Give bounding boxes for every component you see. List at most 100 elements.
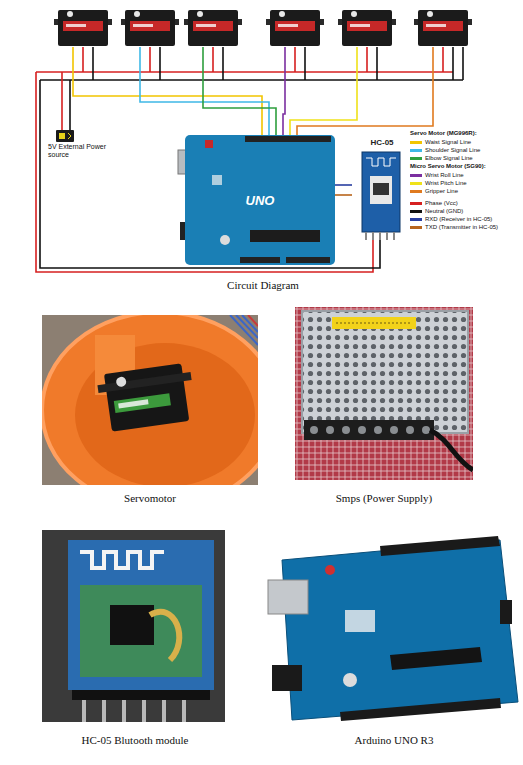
node-text: 5V External Power source (48, 143, 108, 159)
arduino-photo-part (268, 580, 308, 614)
smps-photo-part (302, 311, 468, 433)
servo-motors (54, 10, 472, 46)
hc05-module-diagram-part (366, 232, 394, 240)
arduino-photo-part (345, 610, 375, 632)
signal-wires-part (290, 47, 357, 137)
hc05-photo-part (72, 690, 210, 700)
power-wires-part (69, 80, 71, 130)
arduino-photo-part (282, 540, 518, 720)
figure-caption: Arduino UNO R3 (355, 734, 434, 746)
arduino-board-diagram-part (240, 257, 280, 263)
servomotor-photo-part-part (104, 363, 189, 431)
power-wires (36, 47, 463, 272)
legend-row: Wrist Roll Line (410, 172, 464, 179)
servomotor-photo-part (42, 315, 258, 485)
figure-caption: HC-05 Blutooth module (82, 734, 189, 746)
arduino-photo-part (340, 698, 501, 721)
smps-photo-part-part (358, 426, 366, 434)
legend-swatch (410, 182, 422, 185)
servomotor-photo-part-part (114, 393, 171, 413)
legend-text: TXD (Transmitter in HC-05) (425, 224, 498, 231)
signal-wires-part (203, 47, 276, 137)
arduino-photo-part (325, 565, 335, 575)
legend-row: RXD (Receiver in HC-05) (410, 216, 492, 223)
legend-text: Neutral (GND) (425, 208, 463, 215)
servo-motors-part (266, 10, 324, 46)
arduino-board-diagram (178, 135, 335, 265)
signal-wires-part (283, 47, 285, 137)
servomotor-photo-part-part (97, 372, 191, 393)
legend-swatch (410, 218, 422, 221)
servomotor-photo-part (96, 362, 197, 433)
smps-photo-part (332, 317, 416, 329)
servo-motors-part (338, 10, 396, 46)
hc05-photo-part (110, 605, 154, 645)
power-source-icon-part (59, 133, 65, 139)
arduino-board-diagram-part (205, 140, 213, 148)
power-wires-part (36, 71, 453, 73)
legend-row: Neutral (GND) (410, 208, 463, 215)
arduino-photo-part (500, 600, 512, 624)
smps-photo-part-part (390, 426, 398, 434)
legend-text: RXD (Receiver in HC-05) (425, 216, 492, 223)
servomotor-photo-part (42, 315, 258, 485)
arduino-board-diagram-part (286, 257, 330, 263)
power-wires-part (40, 79, 463, 81)
legend-row: TXD (Transmitter in HC-05) (410, 224, 498, 231)
smps-photo-part-part (422, 426, 430, 434)
legend-swatch (410, 141, 422, 144)
hc05-module: HC-05 (352, 138, 412, 242)
smps-photo-part-part (406, 426, 414, 434)
servo-motors-part (121, 10, 179, 46)
hc05-photo-part (150, 612, 179, 660)
node-text: UNO (246, 193, 275, 208)
power-source-icon-part (68, 133, 71, 139)
legend-swatch (410, 226, 422, 229)
power-wires-part (83, 47, 443, 72)
servo-motors-part (414, 10, 472, 46)
signal-wires-part (73, 47, 262, 137)
hc05-photo-part (80, 552, 164, 568)
arduino-board-diagram-part (220, 235, 230, 245)
power-wires-part (93, 47, 463, 80)
arduino-board: UNO (185, 135, 335, 265)
legend-swatch (410, 149, 422, 152)
hc05-photo-part (68, 540, 214, 690)
legend-text: Wrist Roll Line (425, 172, 464, 179)
legend-swatch (410, 157, 422, 160)
power-wires-part (61, 72, 63, 130)
power-source-icon-part (56, 130, 74, 142)
arduino-board-diagram-part (212, 175, 222, 185)
legend-row: Wrist Pitch Line (410, 180, 467, 187)
figure-caption: Servomotor (124, 492, 176, 504)
arduino-photo-part (380, 536, 500, 556)
servomotor-photo-part (230, 315, 258, 345)
arduino-photo-part (272, 665, 302, 691)
arduino-board-diagram-part (245, 136, 331, 142)
hc05-photo-part (42, 530, 225, 722)
signal-wire (335, 184, 352, 186)
servomotor-photo-part-part (116, 376, 127, 387)
hc05-module-diagram (362, 152, 400, 240)
legend-text: Wrist Pitch Line (425, 180, 467, 187)
smps-photo-part-part (374, 426, 382, 434)
smps-photo-part-part (310, 426, 318, 434)
legend-row: Elbow Signal Line (410, 155, 473, 162)
smps-photo-part-part (342, 426, 350, 434)
servomotor-photo-part-part (118, 399, 148, 408)
smps-photo (295, 307, 473, 480)
hc05-photo-part (84, 700, 184, 722)
servomotor-photo (42, 315, 258, 485)
legend-heading: Micro Servo Motor (SG90): (410, 163, 486, 169)
figure-caption: Smps (Power Supply) (336, 492, 433, 504)
arduino-photo (268, 536, 518, 721)
legend-row: Waist Signal Line (410, 139, 471, 146)
signal-wire (335, 194, 352, 196)
hc05-module-diagram-part (373, 183, 389, 195)
power-source-icon (56, 130, 74, 142)
legend-text: Gripper Line (425, 188, 458, 195)
